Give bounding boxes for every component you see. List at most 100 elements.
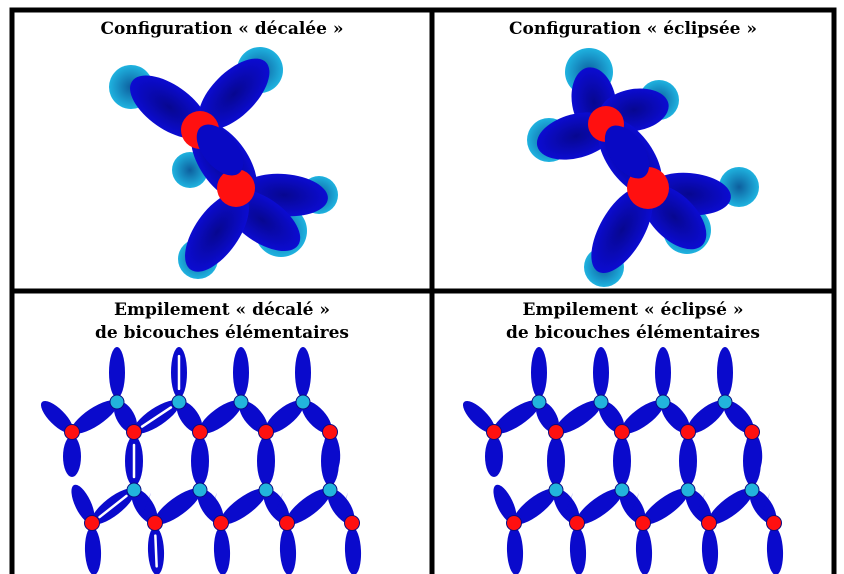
lobe [564,492,574,514]
lobe-highlight [140,406,173,428]
red-node [344,515,360,531]
cyan-node [126,482,142,498]
lobe [555,400,602,434]
lobe [208,492,218,514]
lobe [630,492,640,514]
red-node [680,424,696,440]
red-node [258,424,274,440]
lobe [642,488,689,525]
lobe [723,400,754,434]
lobe [696,492,706,514]
lobe [286,488,331,525]
lobe [199,400,242,434]
red-node [701,515,717,531]
lobe [619,489,646,524]
lobe [766,526,784,574]
lobe [84,526,102,574]
lobe [265,400,304,434]
lobe [604,125,650,179]
lobe [593,347,609,398]
lobe [717,347,733,398]
lobe [154,488,201,525]
cyan-node [548,482,564,498]
red-node [548,424,564,440]
lobe [493,400,540,434]
lobe [142,492,152,514]
cyan-node [593,394,609,410]
lobe [708,488,753,525]
lobe [576,488,623,525]
panel-title-line-2: de bicouches élémentaires [506,323,760,343]
cyan-node [614,482,630,498]
lobe [598,401,625,433]
red-node [614,424,630,440]
panel-title: Configuration « décalée » [100,19,344,39]
cyan-node [717,394,733,410]
lobe [196,124,244,176]
red-node [192,424,208,440]
lobe [591,187,653,273]
lobe [191,436,209,486]
lobe [613,436,631,486]
lobe [263,489,290,524]
lobe-highlight [154,534,158,568]
lobe [749,489,777,524]
lobe [761,492,771,514]
lobe [635,526,653,574]
lobe [344,526,362,574]
lobe [185,192,249,272]
lobe [655,347,671,398]
cyan-node [655,394,671,410]
cyan-node [531,394,547,410]
cyan-node [192,482,208,498]
red-node [322,424,338,440]
panel-staggered-stacking: Empilement « décalé » de bicouches éléme… [14,293,430,574]
cyan-node [109,394,125,410]
lobe [679,436,697,486]
lobe [197,489,224,524]
panel-staggered-configuration: Configuration « décalée » [14,12,430,289]
lobe [339,492,349,514]
lobe [513,488,557,525]
cyan-node [233,394,249,410]
red-node [506,515,522,531]
red-node [766,515,782,531]
panel-eclipsed-stacking: Empilement « éclipsé » de bicouches élém… [434,293,832,574]
lobe [220,488,267,525]
lobe [40,400,74,434]
cyan-node [171,394,187,410]
lobe [321,436,339,486]
lattice-eclipsed [462,347,784,574]
lobe [506,526,524,574]
red-node [635,515,651,531]
red-node [569,515,585,531]
lobe [71,400,118,434]
molecule-staggered [109,47,338,279]
lobe [301,400,332,434]
red-node [84,515,100,531]
lobe [176,401,203,433]
lobe [685,489,712,524]
molecule-eclipsed [527,48,759,287]
red-node [147,515,163,531]
red-node [213,515,229,531]
lobe [213,526,231,574]
cyan-node [295,394,311,410]
red-node [279,515,295,531]
lobe [547,436,565,486]
lobe [701,526,719,574]
cyan-node [744,482,760,498]
lobe [743,436,761,486]
lobe [239,400,268,434]
lobe [63,436,81,477]
panel-title: Configuration « éclipsée » [509,19,757,39]
red-node [64,424,80,440]
lobe [233,347,249,398]
lobe [621,400,664,434]
lobe-highlight [98,494,128,519]
panel-title-line-1: Empilement « décalé » [114,300,330,320]
cyan-node [322,482,338,498]
lobe [109,347,125,398]
lobe [279,526,297,574]
red-node [744,424,760,440]
